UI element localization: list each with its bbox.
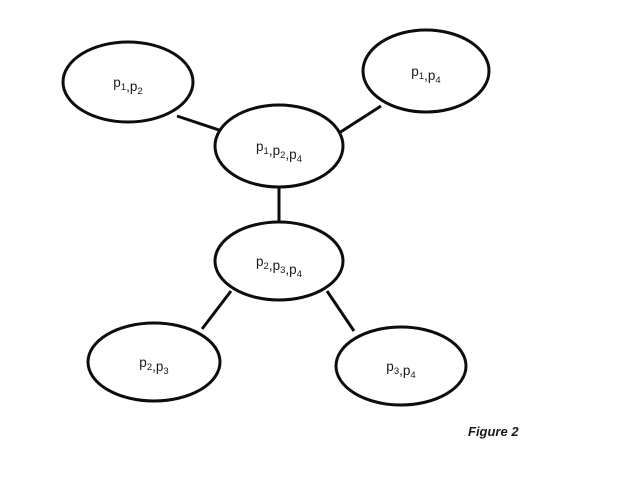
- node-p2-p3[interactable]: p2,p3: [86, 321, 222, 403]
- node-p1-p2[interactable]: p1,p2: [61, 40, 195, 124]
- node-p3-p4-shape: [334, 325, 468, 407]
- node-p1-p4-label: p1,p4: [411, 64, 440, 86]
- node-p1-p2-shape: [61, 40, 195, 124]
- node-p2-p3-p4-label: p2,p3,p4: [256, 254, 302, 280]
- node-p1-p2-p4[interactable]: p1,p2,p4: [213, 103, 345, 189]
- node-p3-p4[interactable]: p3,p4: [334, 325, 468, 407]
- nodes-layer: p1,p2 p1,p2,p4 p1,p4 p2,p3,p4 p2,p3 p3,p4: [61, 28, 491, 407]
- edges-layer: [176, 104, 382, 332]
- edge-p2p3p4-to-p2p3: [200, 290, 233, 330]
- figure-caption: Figure 2: [468, 424, 519, 439]
- node-p2-p3-shape: [86, 321, 222, 403]
- node-p1-p2-label: p1,p2: [113, 75, 142, 97]
- edge-p1p2-to-p1p2p4: [176, 114, 223, 133]
- node-p2-p3-label: p2,p3: [139, 355, 168, 377]
- node-p2-p3-p4-shape: [213, 220, 345, 302]
- node-p3-p4-label: p3,p4: [386, 359, 415, 381]
- edge-p1p2p4-to-p1p4: [338, 104, 382, 135]
- node-p1-p4-shape: [361, 28, 491, 114]
- node-p2-p3-p4[interactable]: p2,p3,p4: [213, 220, 345, 302]
- node-p1-p2-p4-shape: [213, 103, 345, 189]
- node-p1-p2-p4-label: p1,p2,p4: [256, 139, 302, 165]
- edge-p2p3p4-to-p3p4: [325, 290, 356, 332]
- node-p1-p4[interactable]: p1,p4: [361, 28, 491, 114]
